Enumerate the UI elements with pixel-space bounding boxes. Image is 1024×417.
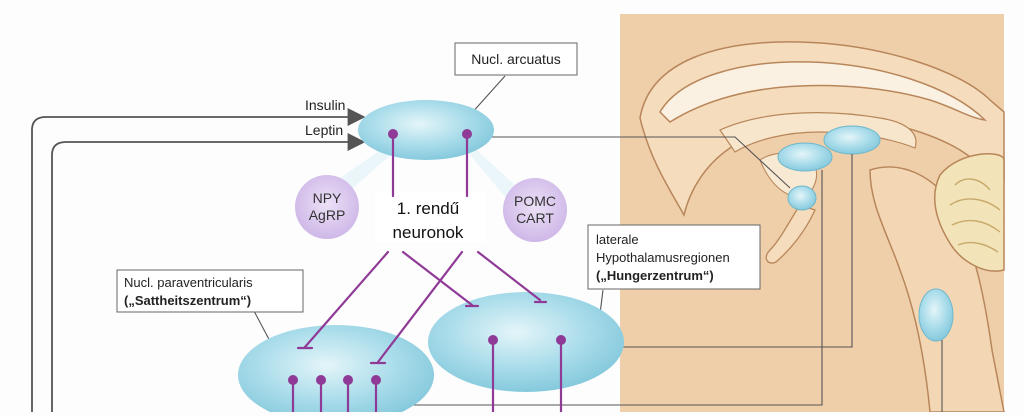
npy-agrp-circle (295, 175, 359, 239)
first-order-label-line2: neuronok (393, 223, 464, 242)
brainstem-nucleus (918, 288, 954, 342)
npy-label: NPY (313, 190, 342, 206)
first-order-label-bg (375, 192, 485, 242)
npy-to-lha-axon (401, 250, 474, 307)
leptin-label: Leptin (305, 122, 343, 138)
brain-nucleus-lateral (823, 125, 881, 155)
pomc-label: POMC (514, 193, 556, 209)
arcuatus-label-pointer (469, 75, 506, 116)
paraventricular-leader-line (400, 170, 823, 406)
pomc-glow (462, 140, 520, 198)
nucl-arcuatus-oval (358, 100, 494, 160)
brain-nucleus-arcuate (787, 185, 817, 211)
lateral-label-line2: Hypothalamusregionen (596, 250, 730, 265)
pomc-cart-circle (503, 178, 567, 242)
pvn-neuron-soma (316, 375, 326, 385)
npy-glow (330, 140, 402, 195)
insulin-label: Insulin (305, 97, 345, 113)
cart-label: CART (516, 210, 554, 226)
insulin-arrow (31, 108, 366, 412)
brain-section (620, 14, 1005, 413)
agrp-label: AgRP (309, 207, 346, 223)
connector-lines (253, 75, 943, 412)
pvn-neuron-soma (288, 375, 298, 385)
nucl-arcuatus-label: Nucl. arcuatus (471, 51, 560, 67)
lateral-leader-line (622, 154, 853, 348)
fornix (719, 112, 917, 153)
paraventricularis-label-box (116, 269, 304, 313)
pvn-neuron-soma (371, 375, 381, 385)
lha-neuron-soma (488, 335, 498, 345)
lha-neuron-soma (556, 335, 566, 345)
neuron-cell-bodies (288, 129, 566, 385)
paraventricularis-label-line2: („Sattheitszentrum“) (124, 293, 251, 308)
leptin-arrow (51, 133, 366, 412)
npy-neuron-soma (388, 129, 398, 139)
lateral-label-line1: laterale (596, 232, 639, 247)
npy-to-pvn-axon (303, 250, 390, 349)
arcuatus-leader-line (492, 136, 791, 189)
first-order-label-line1: 1. rendű (397, 199, 459, 218)
lateral-label-line3: („Hungerzentrum“) (596, 268, 714, 283)
brain-nucleus-paraventricular (777, 142, 833, 172)
lateral-label-box (587, 224, 761, 290)
arcuate-nucleus-group (330, 100, 520, 198)
nucl-paraventricularis-oval (238, 325, 434, 417)
cerebellum (933, 153, 1005, 272)
corpus-callosum (659, 61, 988, 123)
pomc-neuron-soma (462, 129, 472, 139)
paraventricularis-label-line1: Nucl. paraventricularis (124, 275, 253, 290)
cerebellum-folia (949, 178, 1001, 253)
lateral-hypothalamus-oval (428, 292, 624, 392)
neuron-network (291, 132, 563, 414)
nucl-arcuatus-label-box (454, 42, 578, 76)
pomc-to-lha-axon (476, 250, 542, 302)
pituitary-stalk (765, 204, 816, 264)
pvn-neuron-soma (343, 375, 353, 385)
input-arrows (31, 108, 366, 412)
pomc-to-pvn-axon (376, 250, 464, 364)
